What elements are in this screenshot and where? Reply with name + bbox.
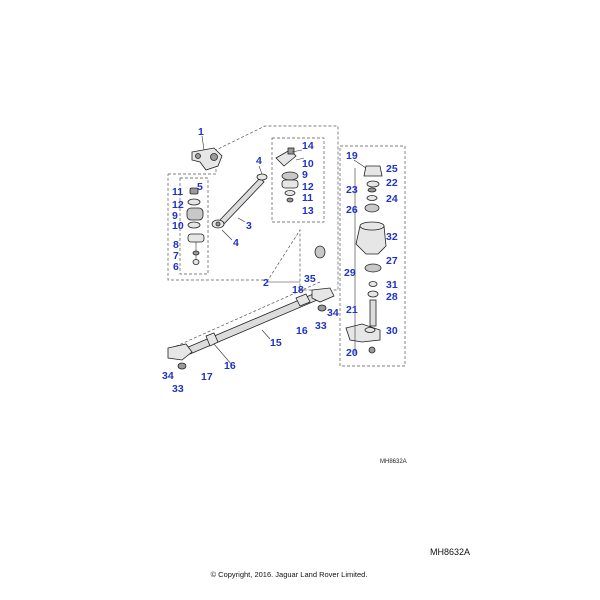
callout-23: 23 bbox=[346, 184, 358, 196]
callout-1: 1 bbox=[198, 126, 204, 138]
callout-8: 8 bbox=[173, 239, 179, 251]
callout-33-right: 33 bbox=[315, 320, 327, 332]
callout-9-left: 9 bbox=[172, 210, 178, 222]
callout-13: 13 bbox=[302, 205, 314, 217]
callout-21: 21 bbox=[346, 304, 358, 316]
callout-32: 32 bbox=[386, 231, 398, 243]
callout-34-left: 34 bbox=[162, 370, 174, 382]
callout-22: 22 bbox=[386, 177, 398, 189]
callout-7: 7 bbox=[173, 250, 179, 262]
callout-4-lower: 4 bbox=[233, 237, 239, 249]
upper-balljoint-stack bbox=[275, 147, 305, 203]
callout-31: 31 bbox=[386, 279, 398, 291]
callout-16-left: 16 bbox=[224, 360, 236, 372]
drag-link bbox=[211, 173, 268, 229]
callout-5: 5 bbox=[197, 181, 203, 193]
left-subgroup-outline bbox=[179, 177, 209, 275]
illustration-ref-small: MH8632A bbox=[380, 459, 407, 465]
copyright-notice: © Copyright, 2016. Jaguar Land Rover Lim… bbox=[211, 570, 368, 579]
callout-12-right: 12 bbox=[302, 181, 314, 193]
upper-subgroup-outline bbox=[271, 137, 325, 223]
callout-11-left: 11 bbox=[172, 186, 183, 198]
callout-28: 28 bbox=[386, 291, 398, 303]
left-balljoint-stack bbox=[186, 187, 205, 265]
group-outlines bbox=[167, 125, 406, 367]
linkage-reference-line bbox=[171, 281, 321, 349]
idler-bracket bbox=[191, 147, 223, 171]
callout-24: 24 bbox=[386, 193, 398, 205]
cap-35 bbox=[314, 245, 326, 259]
callout-6: 6 bbox=[173, 261, 179, 273]
callout-9-right: 9 bbox=[302, 169, 308, 181]
callout-14: 14 bbox=[302, 140, 314, 152]
right-column-stack bbox=[345, 165, 387, 354]
callout-34-right: 34 bbox=[327, 307, 339, 319]
callout-33-left: 33 bbox=[172, 383, 184, 395]
callout-2: 2 bbox=[263, 277, 269, 289]
callout-4-upper: 4 bbox=[256, 155, 262, 167]
right-group-outline bbox=[339, 145, 406, 367]
callout-20: 20 bbox=[346, 347, 358, 359]
callout-16-right: 16 bbox=[296, 325, 308, 337]
callout-30: 30 bbox=[386, 325, 398, 337]
callout-11-right: 11 bbox=[302, 192, 313, 204]
callout-15: 15 bbox=[270, 337, 282, 349]
callout-26: 26 bbox=[346, 204, 358, 216]
track-rod-assembly bbox=[167, 287, 335, 370]
callout-29: 29 bbox=[344, 267, 356, 279]
callout-labels: 1 4 3 4 14 10 9 12 11 13 11 5 12 9 10 8 … bbox=[162, 126, 398, 395]
callout-3: 3 bbox=[246, 220, 252, 232]
callout-12-left: 12 bbox=[172, 199, 184, 211]
callout-10-right: 10 bbox=[302, 158, 314, 170]
callout-35: 35 bbox=[304, 273, 316, 285]
callout-17: 17 bbox=[201, 371, 213, 383]
callout-18: 18 bbox=[292, 284, 304, 296]
leader-lines bbox=[201, 135, 367, 366]
callout-27: 27 bbox=[386, 255, 398, 267]
callout-10-left: 10 bbox=[172, 220, 184, 232]
illustration-ref-large: MH8632A bbox=[430, 547, 470, 557]
callout-19: 19 bbox=[346, 150, 358, 162]
callout-25: 25 bbox=[386, 163, 398, 175]
